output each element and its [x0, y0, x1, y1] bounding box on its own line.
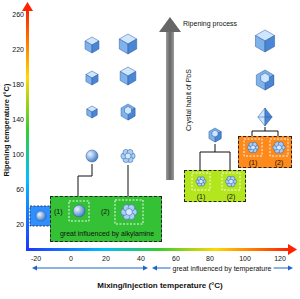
tick-label: 60 [172, 255, 180, 262]
sample-frame [115, 200, 143, 224]
truncated-crystal [212, 130, 218, 137]
cube-crystal [85, 41, 92, 53]
tick-label: -20 [31, 255, 41, 262]
cube-crystal [92, 109, 97, 118]
crystal-edge [258, 117, 272, 118]
axis-note: Crystal habit of PbS [185, 69, 192, 131]
flower-crystal [199, 179, 203, 183]
truncated-crystal [209, 128, 221, 142]
range-arrowhead [143, 266, 148, 271]
seed-box [30, 206, 52, 226]
flower-crystal [229, 179, 234, 184]
axis-title: Mixing/Injection temperature (°C) [97, 282, 222, 290]
tick-label: 80 [206, 255, 214, 262]
case-number: (2) [275, 159, 284, 166]
sphere-crystal [86, 150, 98, 162]
sample-frame [222, 173, 240, 190]
x-axis [26, 248, 289, 251]
tick-label: 60 [16, 186, 24, 193]
cube-crystal [120, 72, 128, 86]
region-illustration [239, 137, 293, 169]
cube-crystal [265, 36, 275, 53]
cube-crystal [255, 36, 265, 53]
tick-label: 180 [12, 81, 24, 88]
cube-crystal [92, 41, 99, 53]
ripening-arrow [159, 17, 181, 32]
case-number: (2) [227, 193, 236, 200]
truncated-crystal [256, 70, 273, 90]
cube-crystal [86, 75, 92, 86]
axis-arrowhead [288, 244, 297, 255]
axis-arrowhead [22, 2, 33, 11]
truncated-crystal [261, 73, 270, 83]
flower-crystal [276, 145, 281, 150]
sample-frame [192, 173, 210, 190]
leader-line [78, 164, 92, 196]
truncated-crystal [121, 104, 135, 120]
leader-line [128, 165, 129, 196]
sphere-crystal [36, 211, 46, 221]
case-number: (1) [197, 193, 206, 200]
temperature-region: (1) (2) [184, 170, 246, 202]
range-label: great influenced by temperature [171, 265, 274, 272]
sphere-crystal [73, 205, 85, 217]
case-number: (1) [54, 208, 63, 215]
tick-label: 100 [12, 151, 24, 158]
flower-crystal [126, 209, 133, 216]
case-number: (1) [249, 159, 258, 166]
truncated-crystal [125, 106, 132, 114]
case-number: (2) [101, 208, 110, 215]
leader-line [200, 152, 230, 170]
y-axis [26, 10, 29, 251]
sample-frame [69, 201, 89, 221]
cube-crystal [128, 39, 137, 54]
tick-label: 20 [16, 221, 24, 228]
tick-label: 260 [12, 11, 24, 18]
range-arrow [36, 268, 144, 269]
flower-crystal [125, 153, 131, 159]
temperature-region: (1) (2) [238, 136, 292, 168]
tick-label: 40 [137, 255, 145, 262]
cube-crystal [128, 72, 136, 86]
ripening-arrow [166, 30, 174, 180]
tick-label: 220 [12, 46, 24, 53]
tick-label: 20 [102, 255, 110, 262]
range-arrowhead [152, 266, 157, 271]
region-illustration [185, 171, 247, 203]
tick-label: 0 [69, 255, 73, 262]
range-arrowhead [32, 266, 37, 271]
sample-frame [244, 139, 262, 156]
sample-frame [270, 139, 288, 156]
cube-crystal [92, 75, 98, 86]
tick-label: 140 [12, 116, 24, 123]
tick-label: 100 [239, 255, 251, 262]
range-arrowhead [288, 266, 293, 271]
leader-line [215, 144, 216, 152]
process-label: Ripening process [183, 20, 237, 27]
region-caption: great influenced by alkylamine [60, 230, 154, 237]
tick-label: 120 [274, 255, 286, 262]
cube-crystal [87, 109, 92, 118]
leader-line [265, 127, 266, 131]
flower-crystal [251, 145, 256, 150]
axis-title: Ripening temperature (°C) [3, 83, 11, 176]
alkylamine-region: (1) (2) great influenced by alkylamine [50, 196, 162, 242]
cube-crystal [119, 39, 128, 54]
